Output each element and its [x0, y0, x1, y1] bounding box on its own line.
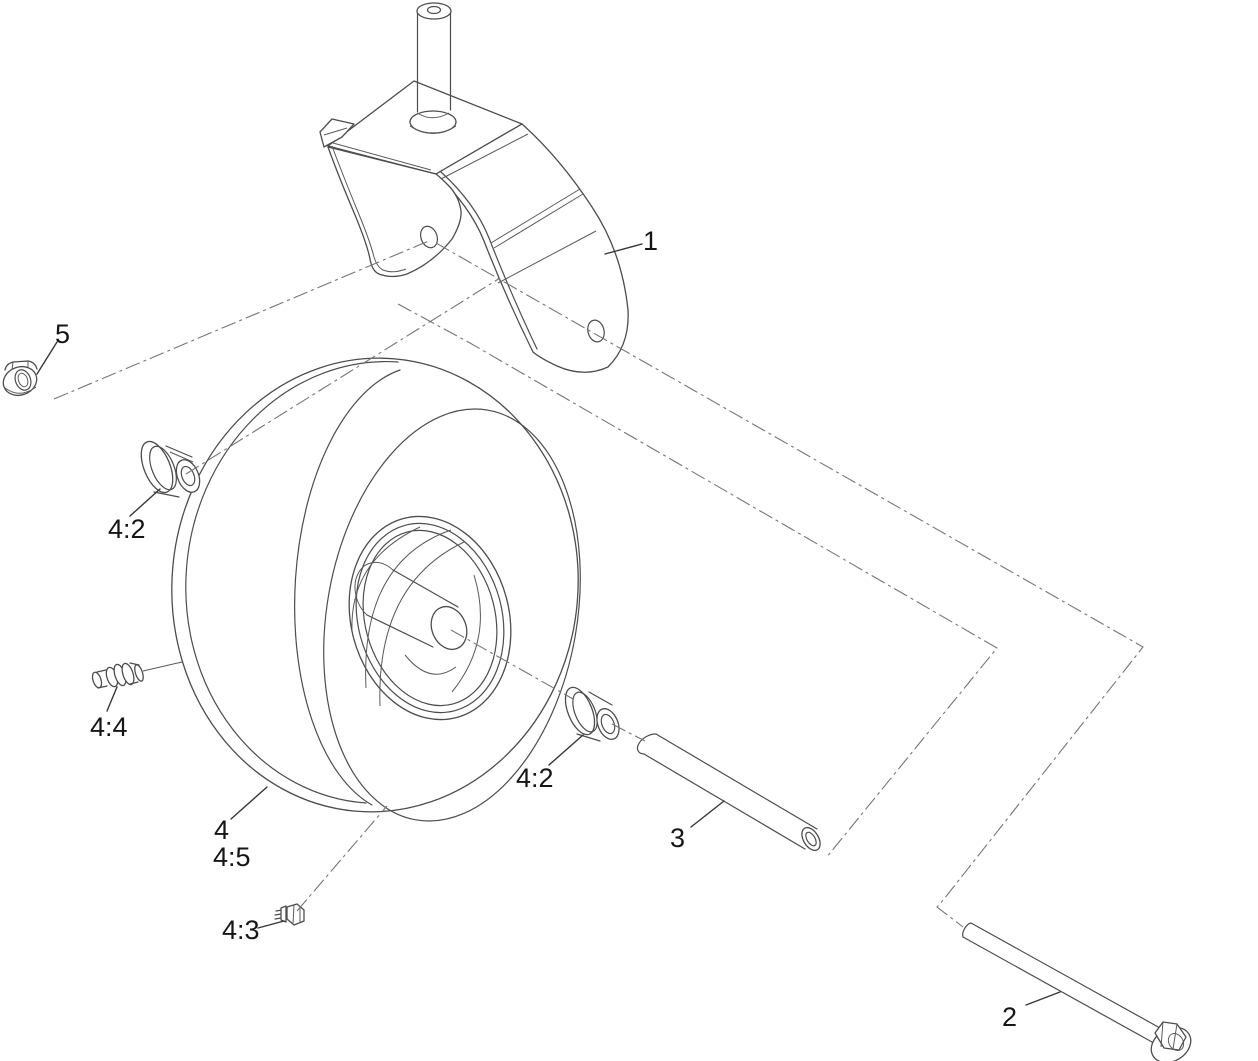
- callout-4-3: 4:3: [222, 915, 260, 945]
- wheel-rim: [348, 515, 512, 721]
- fork-axle-hole-left: [419, 225, 439, 249]
- callout-3: 3: [670, 823, 685, 853]
- assembly-axis-lines: [53, 239, 1144, 928]
- rim-bolt: [274, 903, 305, 926]
- flange-bushing-upper: [140, 440, 201, 498]
- callout-4-2-lower: 4:2: [516, 763, 554, 793]
- spacer-tube: [636, 733, 821, 852]
- callout-1: 1: [643, 226, 658, 256]
- callout-labels: 1 5 4:2 4:4 4 4:5 4:3 4:2 3 2: [55, 226, 1017, 1032]
- flange-bushing-lower: [564, 686, 620, 742]
- flange-nut: [2, 360, 38, 397]
- wheel-hub-tube: [354, 561, 468, 651]
- callout-2: 2: [1002, 1002, 1017, 1032]
- callout-5: 5: [55, 319, 70, 349]
- caster-fork: [319, 2, 629, 373]
- wheel-tire: [171, 357, 581, 822]
- callout-4-2-upper: 4:2: [108, 514, 146, 544]
- callout-leaders: [36, 243, 1061, 1006]
- callout-4-4: 4:4: [90, 712, 128, 742]
- axle-bolt: [962, 922, 1192, 1061]
- valve-stem: [91, 661, 183, 689]
- callout-4: 4: [214, 815, 229, 845]
- callout-4-5: 4:5: [213, 842, 251, 872]
- fork-axle-hole-right: [587, 319, 605, 343]
- fork-spindle: [409, 2, 457, 134]
